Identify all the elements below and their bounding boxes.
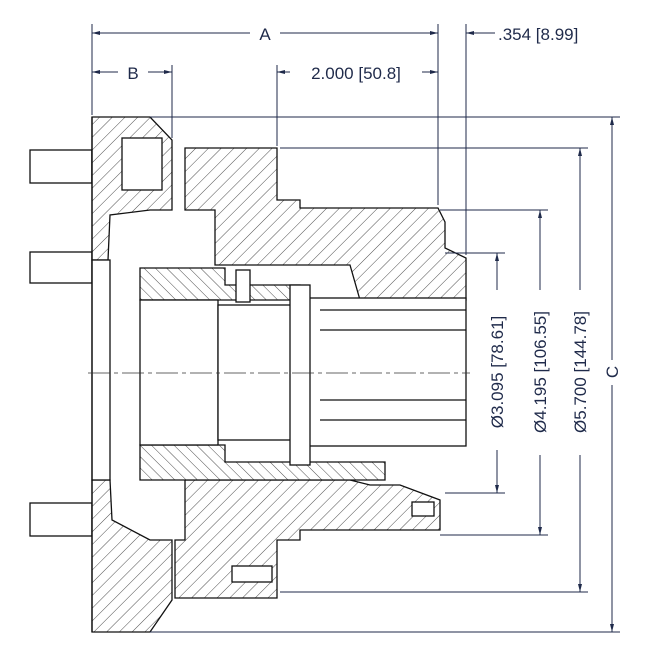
stud-middle: [29, 251, 93, 284]
drive-splines: [299, 297, 467, 447]
dimensions: A B 2.000 [50.8] .354 [8.99] Ø3.095 [78.…: [91, 24, 622, 633]
set-screw-upper: [235, 269, 251, 303]
dim-label-dia-5700: Ø5.700 [144.78]: [571, 311, 590, 433]
dim-label-2000: 2.000 [50.8]: [311, 64, 401, 83]
hub-upper: [184, 147, 467, 301]
dim-label-b: B: [127, 64, 138, 83]
hub-lower: [174, 479, 441, 599]
dim-label-c: C: [603, 366, 622, 378]
stud-bottom: [29, 502, 93, 537]
grease-fitting: [411, 501, 435, 517]
stud-top: [29, 149, 93, 184]
spindle-lower: [139, 444, 386, 481]
bolt-lower: [231, 565, 273, 583]
spindle: [121, 137, 467, 583]
bolt-head: [121, 137, 163, 191]
dim-label-354: .354 [8.99]: [498, 25, 578, 44]
dim-label-a: A: [259, 25, 271, 44]
retaining-nut: [289, 284, 311, 466]
dim-label-dia-3095: Ø3.095 [78.61]: [488, 316, 507, 428]
dim-label-dia-4195: Ø4.195 [106.55]: [531, 311, 550, 433]
flange-lower: [91, 479, 173, 633]
spindle-upper: [139, 267, 301, 301]
